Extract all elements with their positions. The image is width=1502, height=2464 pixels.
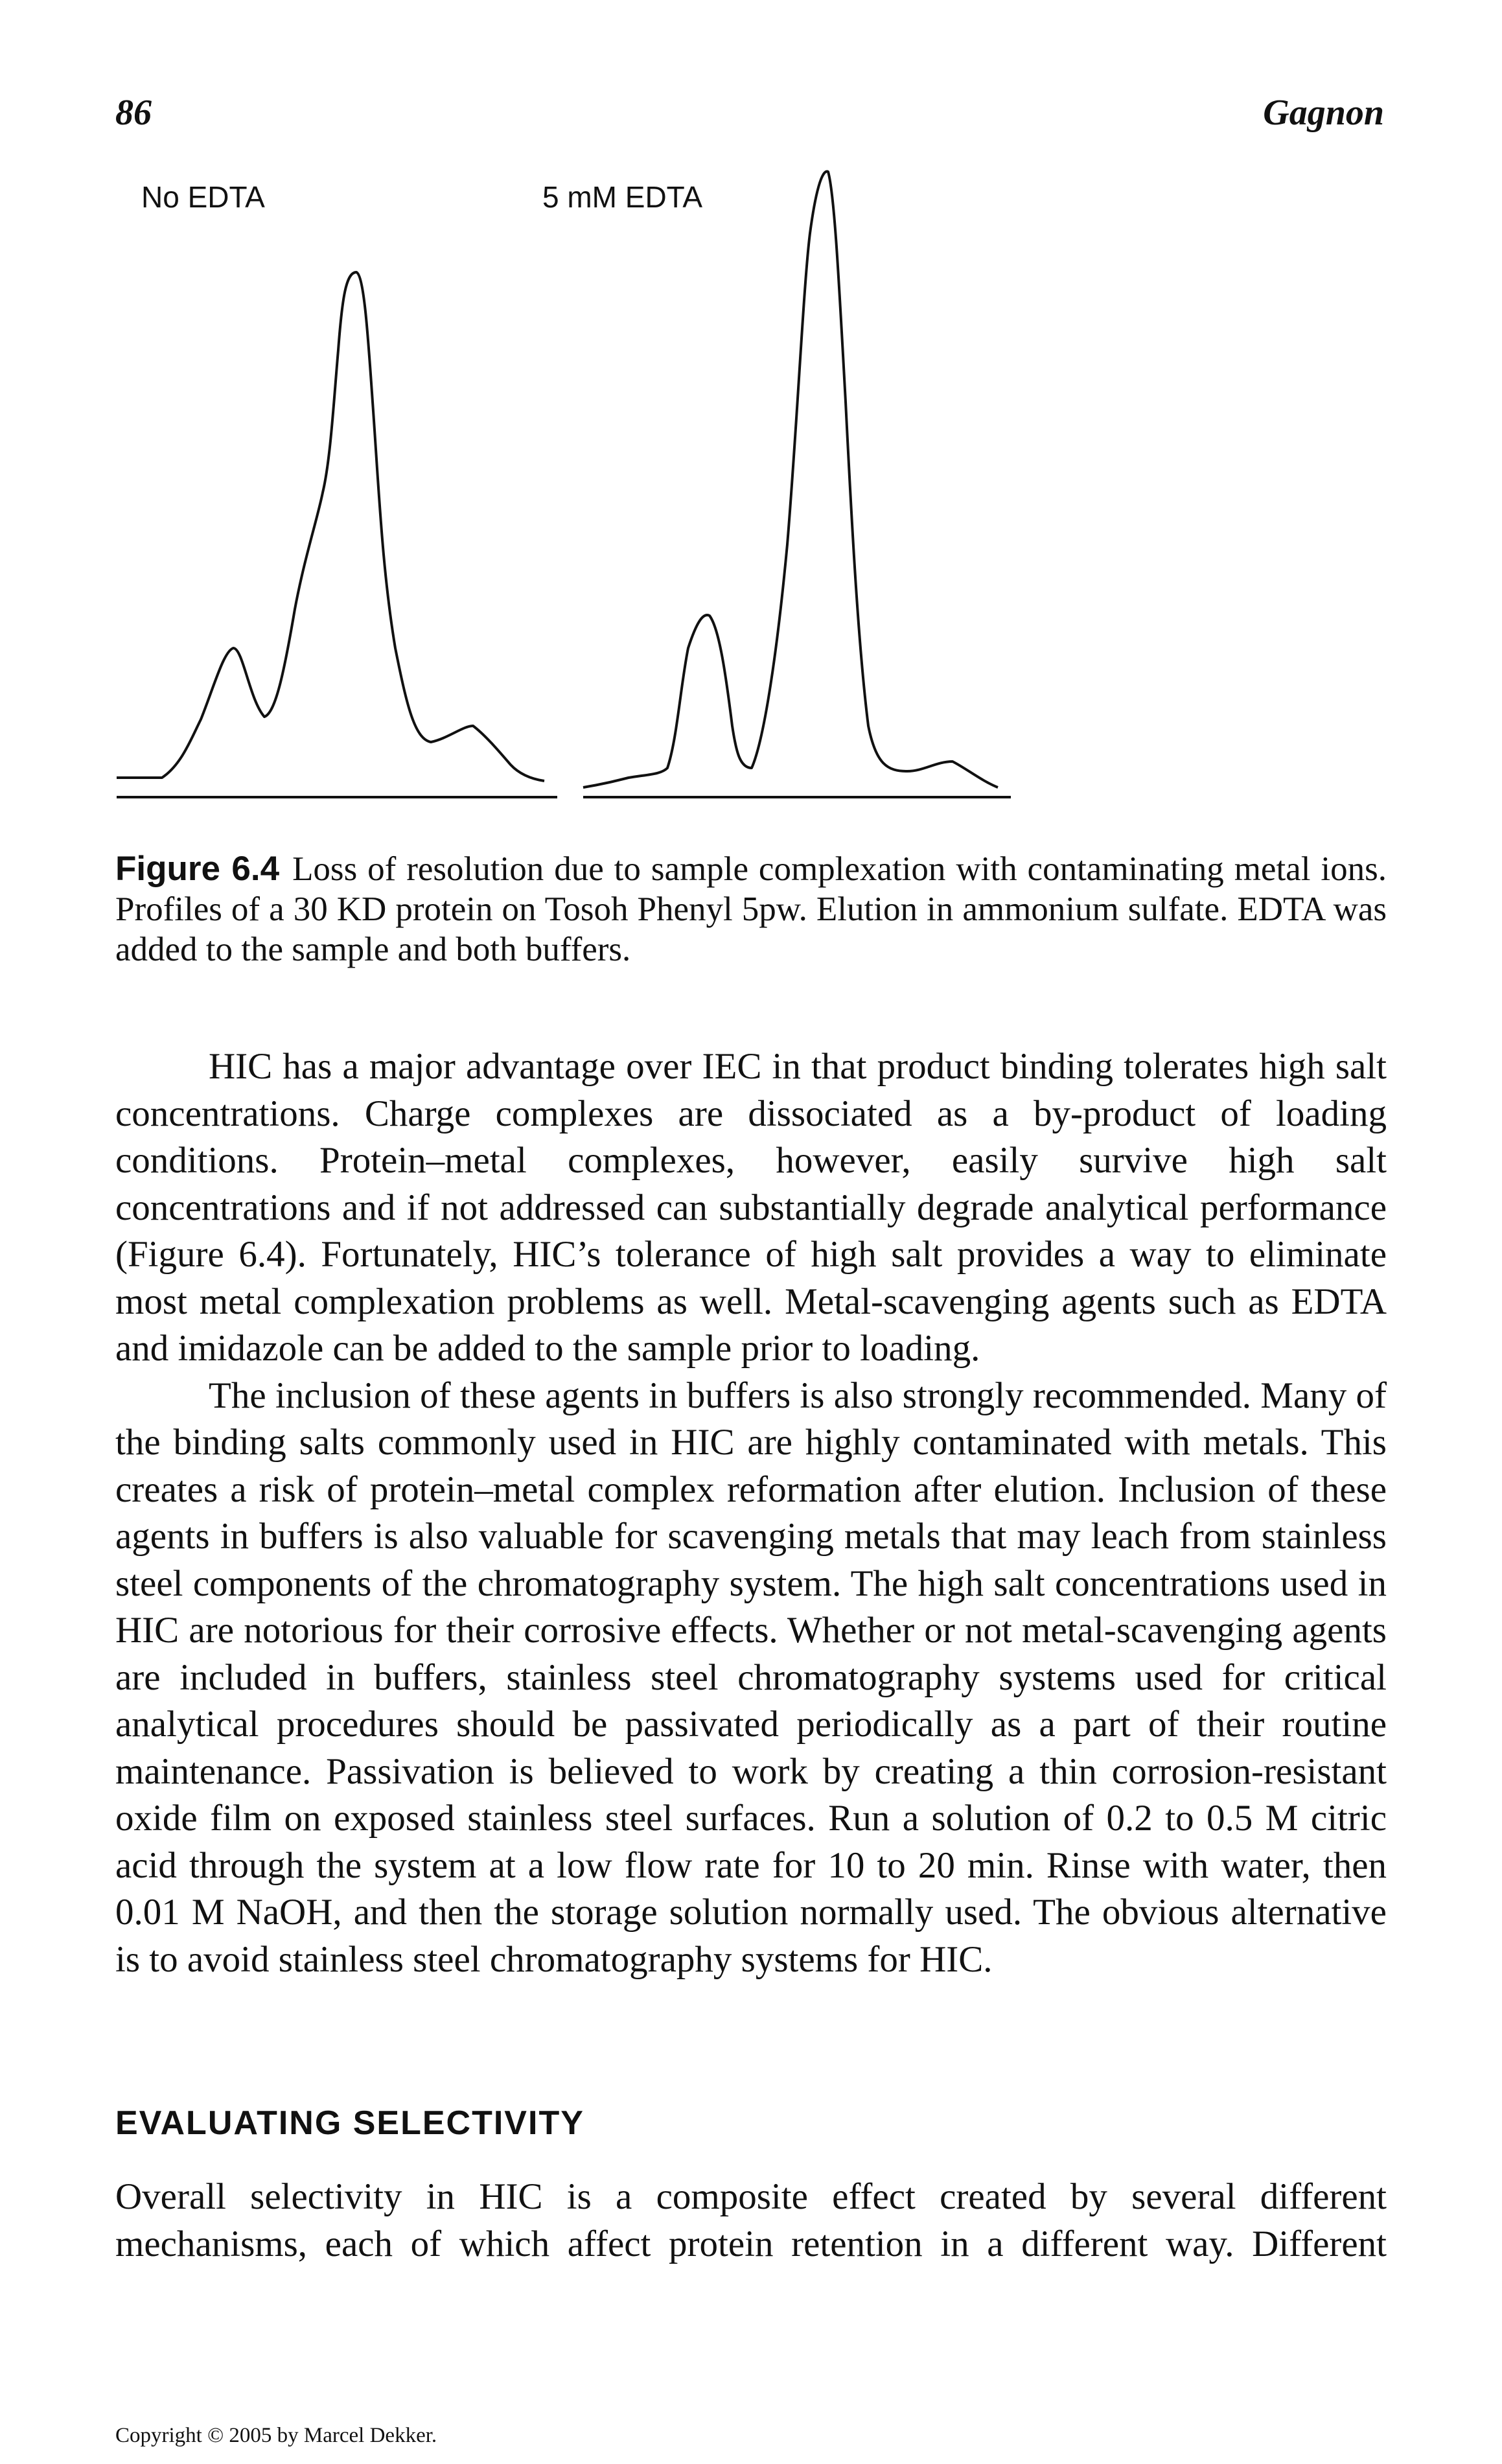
section-paragraph: Overall selectivity in HIC is a composit… — [115, 2176, 1387, 2264]
trace-no-edta — [117, 271, 545, 782]
figure-6-4: No EDTA 5 mM EDTA — [110, 156, 1030, 817]
section-heading: EVALUATING SELECTIVITY — [115, 2104, 584, 2142]
body-paragraph: HIC has a major advantage over IEC in th… — [115, 1046, 1387, 1369]
chromatogram-figure: No EDTA 5 mM EDTA — [117, 170, 1011, 798]
running-header-author: Gagnon — [1263, 93, 1384, 133]
panel-label-5mm-edta: 5 mM EDTA — [542, 180, 702, 214]
figure-caption-text: Loss of resolution due to sample complex… — [115, 850, 1387, 968]
copyright-notice: Copyright © 2005 by Marcel Dekker. — [115, 2424, 437, 2447]
figure-caption-label: Figure 6.4 — [115, 850, 280, 888]
panel-label-no-edta: No EDTA — [141, 180, 265, 214]
page-number: 86 — [115, 93, 152, 133]
body-text: HIC has a major advantage over IEC in th… — [115, 1043, 1387, 1983]
trace-5mm-edta — [583, 170, 999, 789]
body-paragraph: The inclusion of these agents in buffers… — [115, 1375, 1387, 1980]
